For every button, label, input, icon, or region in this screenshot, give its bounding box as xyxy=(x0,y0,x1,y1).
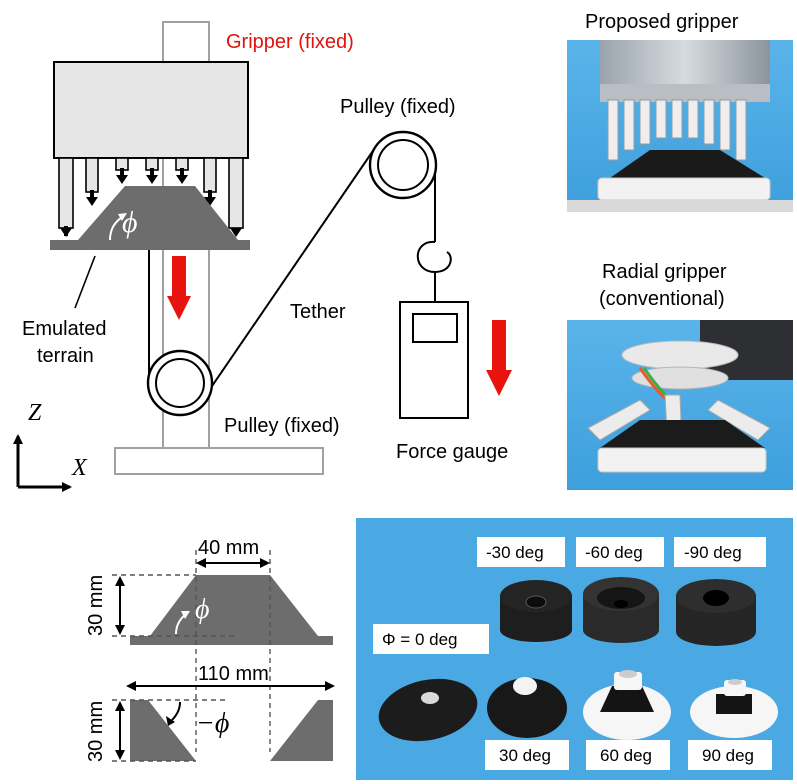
phi-positive-symbol: ϕ xyxy=(195,594,210,625)
emulated-terrain xyxy=(50,186,250,250)
test-setup-schematic: ϕ Emulated terrain Tether Pulley (fixed)… xyxy=(13,21,512,492)
cross-section-negative: 110 mm 30 mm −ϕ xyxy=(85,663,335,762)
sample-minus-30 xyxy=(500,580,572,642)
terrain-samples-photo: -30 deg -60 deg -90 deg Φ = 0 deg 30 deg… xyxy=(356,518,793,780)
sample-plus-60 xyxy=(583,670,671,740)
radial-gripper-title-line2: (conventional) xyxy=(599,288,725,310)
emulated-terrain-label-line1: Emulated xyxy=(22,318,107,340)
label-plus-30: 30 deg xyxy=(485,740,569,770)
pulley-top-label: Pulley (fixed) xyxy=(340,96,456,118)
terrain-profile-positive xyxy=(130,575,333,645)
label-phi-zero: Φ = 0 deg xyxy=(373,624,489,654)
proposed-gripper-photo xyxy=(567,40,793,212)
height-label-negative: 30 mm xyxy=(85,701,107,762)
pull-direction-arrow xyxy=(167,256,191,320)
force-gauge-label: Force gauge xyxy=(396,441,508,463)
sample-minus-60 xyxy=(583,577,659,643)
terrain-profile-negative xyxy=(130,700,333,761)
gripper-fixed-label: Gripper (fixed) xyxy=(226,31,354,53)
sample-plus-90 xyxy=(690,679,778,738)
sample-zero xyxy=(378,678,478,742)
proposed-gripper-title: Proposed gripper xyxy=(585,11,739,33)
tether-diagonal xyxy=(196,144,378,409)
label-plus-90: 90 deg xyxy=(688,740,772,770)
phi-symbol-schematic: ϕ xyxy=(122,206,138,239)
base-width-label: 110 mm xyxy=(198,663,269,685)
axis-z-label: Z xyxy=(28,400,42,426)
svg-text:Φ = 0 deg: Φ = 0 deg xyxy=(382,630,457,649)
emulated-terrain-label-line2: terrain xyxy=(37,345,94,367)
tether-label: Tether xyxy=(290,301,346,323)
label-plus-60: 60 deg xyxy=(586,740,670,770)
finger-tips xyxy=(60,168,242,237)
label-minus-30: -30 deg xyxy=(477,537,565,567)
height-label-positive: 30 mm xyxy=(85,575,107,636)
gripper-fingers xyxy=(58,157,244,229)
svg-text:-90 deg: -90 deg xyxy=(684,543,742,562)
cross-section-positive: 40 mm 30 mm ϕ xyxy=(85,537,333,752)
force-gauge xyxy=(399,301,469,419)
bottom-pulley xyxy=(146,349,214,417)
svg-text:-60 deg: -60 deg xyxy=(585,543,643,562)
pulley-bottom-label: Pulley (fixed) xyxy=(224,415,340,437)
gauge-pull-arrow xyxy=(486,320,512,396)
svg-text:90 deg: 90 deg xyxy=(702,746,754,765)
phi-negative-symbol: −ϕ xyxy=(196,708,229,739)
radial-gripper-title-line1: Radial gripper xyxy=(602,261,727,283)
frame-base xyxy=(114,447,324,475)
svg-text:-30 deg: -30 deg xyxy=(486,543,544,562)
radial-gripper-photo xyxy=(567,320,793,490)
axis-x-label: X xyxy=(71,455,88,481)
gauge-hook xyxy=(416,240,452,274)
sample-minus-90 xyxy=(676,579,756,646)
svg-text:30 deg: 30 deg xyxy=(499,746,551,765)
top-width-label: 40 mm xyxy=(198,537,259,559)
gripper-body xyxy=(53,61,249,159)
label-minus-90: -90 deg xyxy=(674,537,766,567)
svg-text:60 deg: 60 deg xyxy=(600,746,652,765)
coordinate-axes: Z X xyxy=(13,400,88,492)
label-minus-60: -60 deg xyxy=(576,537,664,567)
sample-plus-30 xyxy=(487,677,567,738)
top-pulley xyxy=(368,130,438,200)
